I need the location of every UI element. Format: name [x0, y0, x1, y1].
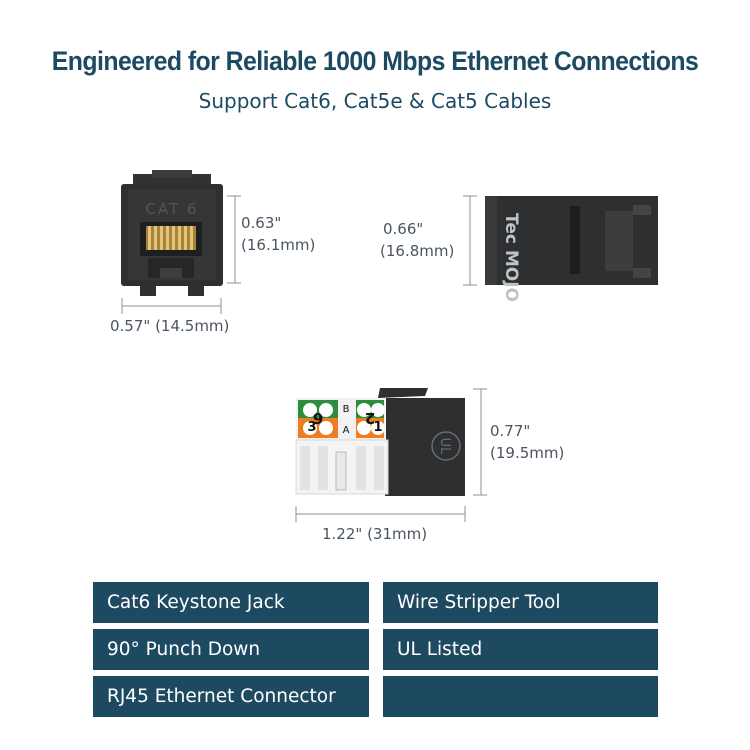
side-dimension-lines	[463, 195, 477, 286]
side-height-mm: (16.8mm)	[380, 242, 455, 260]
pin-label: A	[343, 425, 350, 436]
pin-label: 1	[373, 420, 382, 435]
top-height-in: 0.77"	[490, 422, 531, 440]
jack-top-view: 6 3 B A 2 1 UL	[295, 388, 465, 496]
top-height-mm: (19.5mm)	[490, 444, 565, 462]
top-dimension-lines	[295, 388, 487, 522]
product-illustrations: CAT 6 Tec MOJO	[121, 170, 658, 522]
cat6-label: CAT 6	[145, 200, 198, 218]
front-width-label: 0.57" (14.5mm)	[110, 317, 230, 335]
side-height-in: 0.66"	[383, 220, 424, 238]
feature-rj45-connector: RJ45 Ethernet Connector	[93, 676, 369, 717]
front-dimension-lines	[121, 195, 241, 314]
front-height-in: 0.63"	[241, 214, 282, 232]
page-subtitle: Support Cat6, Cat5e & Cat5 Cables	[198, 89, 552, 113]
ul-mark-icon	[431, 431, 461, 461]
pin-label: B	[343, 404, 350, 415]
brand-logo: Tec MOJO	[501, 213, 521, 302]
jack-side-view: Tec MOJO	[485, 196, 658, 302]
gold-contacts	[146, 226, 196, 250]
front-height-mm: (16.1mm)	[241, 236, 316, 254]
ul-mark-text: UL	[437, 438, 452, 456]
jack-front-view: CAT 6	[121, 170, 223, 296]
feature-empty-cell	[383, 676, 658, 717]
top-width-label: 1.22" (31mm)	[322, 525, 428, 543]
feature-ul-listed: UL Listed	[383, 629, 658, 670]
page-title: Engineered for Reliable 1000 Mbps Ethern…	[51, 46, 699, 76]
pin-label: 3	[307, 420, 316, 435]
feature-cat6-keystone-jack: Cat6 Keystone Jack	[93, 582, 369, 623]
feature-90-punch-down: 90° Punch Down	[93, 629, 369, 670]
pin-label: 6	[313, 409, 323, 427]
feature-wire-stripper-tool: Wire Stripper Tool	[383, 582, 658, 623]
pin-label: 2	[365, 409, 375, 427]
